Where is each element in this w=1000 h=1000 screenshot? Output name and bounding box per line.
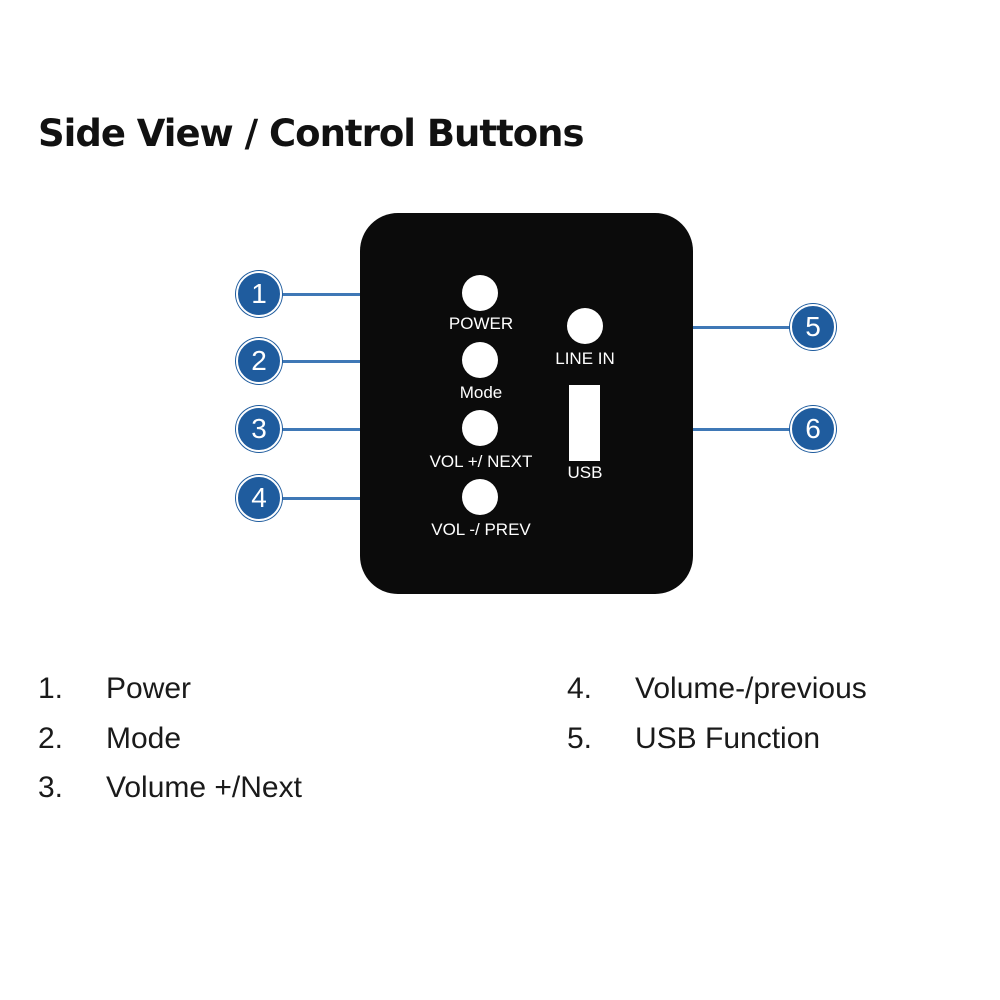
vol-prev-button[interactable] [462, 479, 498, 515]
legend-number: 3. [38, 771, 64, 804]
legend-text: Volume-/previous [635, 672, 867, 705]
usb-port[interactable] [569, 385, 600, 461]
side-panel: POWER Mode VOL +/ NEXT VOL -/ PREV LINE … [360, 213, 693, 594]
legend-text: USB Function [635, 722, 821, 755]
legend-number: 4. [567, 672, 593, 705]
power-button[interactable] [462, 275, 498, 311]
mode-button[interactable] [462, 342, 498, 378]
legend-text: Mode [106, 722, 182, 755]
callout-6: 6 [790, 406, 836, 452]
page-title: Side View / Control Buttons [38, 112, 585, 155]
mode-label: Mode [459, 383, 503, 402]
legend-number: 2. [38, 722, 64, 755]
legend-number: 5. [567, 722, 593, 755]
callout-1: 1 [236, 271, 282, 317]
line-in-jack[interactable] [567, 308, 603, 344]
callout-5: 5 [790, 304, 836, 350]
power-label: POWER [448, 314, 514, 333]
line-in-label: LINE IN [555, 349, 615, 368]
callout-3: 3 [236, 406, 282, 452]
vol-prev-label: VOL -/ PREV [431, 520, 531, 539]
vol-next-label: VOL +/ NEXT [429, 452, 533, 471]
usb-label: USB [567, 463, 603, 482]
callout-2: 2 [236, 338, 282, 384]
legend-number: 1. [38, 672, 64, 705]
legend-text: Power [106, 672, 192, 705]
vol-next-button[interactable] [462, 410, 498, 446]
legend-text: Volume +/Next [106, 771, 302, 804]
leader-line-6 [585, 428, 813, 431]
callout-4: 4 [236, 475, 282, 521]
leader-line-5 [585, 326, 813, 329]
